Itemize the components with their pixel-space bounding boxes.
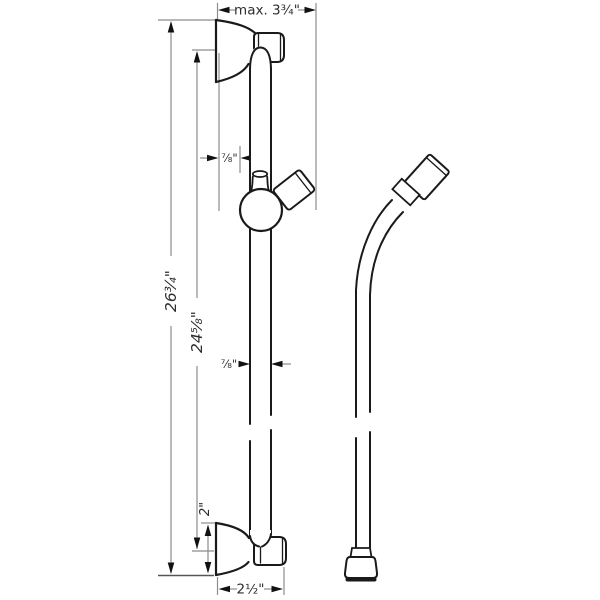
slider-pin-top: [251, 170, 269, 178]
hose-bottom-fitting: [343, 547, 379, 582]
arrow-up-icon: [193, 51, 201, 63]
label-overall-length: 26¾": [162, 270, 180, 312]
hose-collar: [391, 177, 421, 207]
arrow-right-icon: [304, 6, 316, 14]
label-escutcheon-height: 2": [198, 502, 213, 516]
hose-nut-face-line: [426, 157, 447, 176]
dimension-arrows: [167, 6, 316, 593]
slide-bar-bottom-seat: [261, 533, 272, 548]
dimension-labels: max. 3¾" ⅞" 26¾" 24⅝" ⅞" 2" 2½": [162, 3, 300, 598]
arrow-down-icon: [204, 562, 212, 574]
label-base-width: 2½": [237, 582, 265, 598]
arrow-left-icon: [271, 360, 283, 368]
shower-hose: [343, 153, 450, 582]
arrow-right-icon: [207, 154, 219, 162]
wall-escutcheon-bottom: [214, 521, 287, 577]
slide-bar-dome-top: [249, 46, 272, 71]
holder-face-line: [294, 172, 312, 194]
arrow-left-icon: [218, 6, 230, 14]
arrow-up-icon: [167, 21, 175, 33]
hose-inner-edge: [369, 211, 404, 413]
hose-bottom-collar: [349, 547, 373, 558]
escutcheon-flare-top: [214, 18, 258, 36]
slider-unit: [238, 169, 316, 233]
arrow-down-icon: [167, 562, 175, 574]
slider-pin-fill: [251, 174, 269, 192]
arrow-left-icon: [218, 585, 230, 593]
escutcheon-flare-top: [214, 521, 251, 540]
slide-bar-assembly: [214, 18, 450, 582]
slide-bar-fill: [250, 47, 271, 547]
dimension-lines: [158, 3, 317, 595]
hose-outer-edge: [355, 199, 393, 418]
label-slider-offset: ⅞": [221, 151, 237, 165]
label-max-width: max. 3¾": [234, 3, 300, 19]
bar-seat-redraw: [250, 530, 271, 547]
label-mounting-distance: 24⅝": [188, 311, 206, 353]
escutcheon-flare-bottom: [214, 62, 250, 84]
arrow-right-icon: [271, 585, 283, 593]
arrow-right-icon: [238, 360, 250, 368]
hose-top-collar: [391, 177, 421, 207]
slide-bar-bottom-seat: [249, 535, 260, 548]
arrow-up-icon: [204, 524, 212, 536]
slider-body: [238, 187, 284, 233]
hose-bottom-nut: [343, 556, 379, 579]
escutcheon-flare-bottom: [214, 560, 250, 577]
hose-top-fitting: [404, 153, 450, 201]
label-bar-diameter: ⅞": [221, 357, 237, 371]
arrow-down-icon: [193, 537, 201, 549]
